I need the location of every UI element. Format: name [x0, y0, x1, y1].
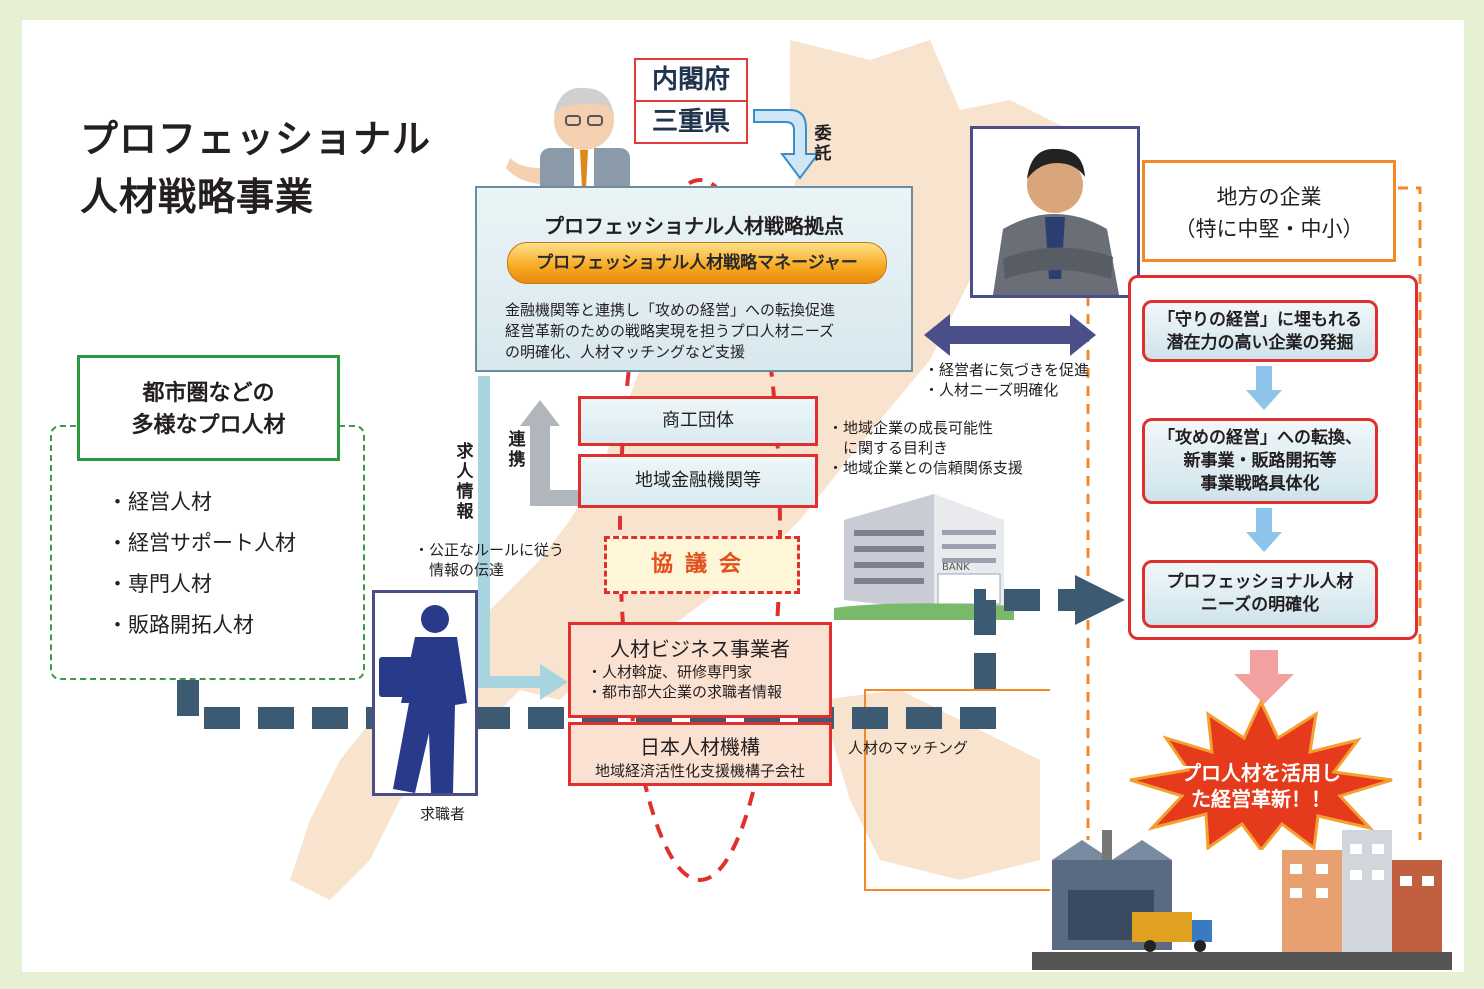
growth-line-2: に関する目利き: [828, 439, 949, 457]
jhr-title: 日本人材機構: [640, 735, 760, 759]
jhr-sub: 地域経済活性化支援機構子会社: [594, 762, 805, 780]
commission-arrow: [753, 109, 820, 180]
hub-desc-line-1: 金融機関等と連携し「攻めの経営」への転換促進: [505, 301, 836, 319]
executive-illustration: [993, 148, 1119, 295]
slide: プロフェッショナル 人材戦略事業 内閣府 三重県 委託 プロフェッショナル人材戦…: [22, 20, 1464, 972]
cabinet-office-box: 内閣府: [634, 58, 748, 102]
regional-finance-box: 地域金融機関等: [578, 454, 818, 508]
talent-box: 都市圏などの 多様なプロ人材: [77, 355, 340, 461]
cooperation-arrow: [520, 400, 582, 506]
matching-flow-arrow: [177, 575, 1125, 729]
job-info-arrow: [478, 376, 568, 700]
burst-line-1: プロ人材を活用し: [1181, 761, 1341, 785]
growth-line-3: ・地域企業との信頼関係支援: [828, 459, 1023, 477]
mie-prefecture-box: 三重県: [634, 100, 748, 144]
strategy-hub-box: プロフェッショナル人材戦略拠点 プロフェッショナル人材戦略マネージャー 金融機関…: [475, 186, 913, 372]
job-info-label: 求人情報: [456, 442, 474, 522]
promote-line-1: ・経営者に気づきを促進: [924, 361, 1090, 379]
jobseeker-portrait: [372, 590, 478, 796]
fair-rule-text: ・公正なルールに従う 情報の伝達: [414, 540, 564, 580]
talent-box-line-2: 多様なプロ人材: [131, 413, 286, 438]
bank-building-illustration: BANK: [834, 494, 1014, 620]
talent-item: ・経営サポート人材: [107, 531, 296, 555]
council-box: 協議会: [604, 536, 800, 594]
regional-company-header: 地方の企業 （特に中堅・中小）: [1142, 160, 1396, 262]
hr-business-sub-1: ・人材斡旋、研修専門家: [587, 663, 753, 681]
step-discover: 「守りの経営」に埋もれる 潜在力の高い企業の発掘: [1142, 300, 1378, 362]
growth-text: ・地域企業の成長可能性 に関する目利き ・地域企業との信頼関係支援: [828, 418, 1023, 478]
step-arrow-1: [1246, 366, 1282, 410]
step-2-line-2: 新事業・販路開拓等: [1183, 451, 1337, 471]
bank-sign: BANK: [942, 562, 970, 573]
hub-desc-line-2: 経営革新のための戦略実現を担うプロ人材ニーズ: [505, 322, 834, 340]
burst-text: プロ人材を活用し た経営革新！！: [1156, 760, 1366, 812]
hub-desc-line-3: の明確化、人材マッチングなど支援: [505, 343, 746, 361]
council-dashed-ring: [618, 178, 782, 882]
step-2-line-1: 「攻めの経営」への転換、: [1158, 428, 1362, 448]
burst-badge: [1129, 700, 1393, 850]
fair-rule-line-1: ・公正なルールに従う: [414, 541, 565, 559]
step-3-line-1: プロフェッショナル人材: [1166, 572, 1354, 592]
talent-item: ・経営人材: [107, 490, 212, 514]
commission-label: 委託: [814, 124, 832, 164]
step-2-line-3: 事業戦略具体化: [1200, 474, 1320, 494]
talent-item: ・販路開拓人材: [107, 613, 254, 637]
talent-box-line-1: 都市圏などの: [142, 381, 275, 406]
fair-rule-line-2: 情報の伝達: [414, 561, 505, 579]
hr-business-box: 人材ビジネス事業者 ・人材斡旋、研修専門家 ・都市部大企業の求職者情報: [568, 622, 832, 718]
hub-title: プロフェッショナル人材戦略拠点: [544, 214, 844, 238]
cooperation-label: 連携: [508, 430, 526, 470]
double-arrow: [924, 314, 1096, 356]
growth-line-1: ・地域企業の成長可能性: [828, 419, 994, 437]
step-1-line-2: 潜在力の高い企業の発掘: [1166, 333, 1354, 353]
hr-business-sub-2: ・都市部大企業の求職者情報: [587, 683, 783, 701]
jobseeker-silhouette: [379, 605, 467, 793]
promote-line-2: ・人材ニーズ明確化: [924, 381, 1059, 399]
step-3-line-2: ニーズの明確化: [1200, 595, 1320, 615]
step-1-line-1: 「守りの経営」に埋もれる: [1158, 310, 1362, 330]
hub-description: 金融機関等と連携し「攻めの経営」への転換促進 経営革新のための戦略実現を担うプロ…: [505, 300, 835, 363]
executive-portrait: [970, 126, 1140, 298]
manager-pill: プロフェッショナル人材戦略マネージャー: [507, 242, 887, 284]
talent-item: ・専門人材: [107, 572, 212, 596]
result-arrow: [1234, 650, 1294, 704]
promote-text: ・経営者に気づきを促進 ・人材ニーズ明確化: [924, 360, 1089, 400]
step-needs: プロフェッショナル人材 ニーズの明確化: [1142, 560, 1378, 628]
page-title: プロフェッショナル 人材戦略事業: [80, 110, 431, 226]
talent-list: ・経営人材 ・経営サポート人材 ・専門人材 ・販路開拓人材: [107, 482, 296, 646]
step-arrow-2: [1246, 508, 1282, 552]
company-header-line-2: （特に中堅・中小）: [1174, 217, 1364, 241]
company-header-line-1: 地方の企業: [1216, 185, 1322, 209]
hr-business-title: 人材ビジネス事業者: [610, 637, 790, 661]
step-transform: 「攻めの経営」への転換、 新事業・販路開拓等 事業戦略具体化: [1142, 418, 1378, 504]
jobseeker-label: 求職者: [420, 805, 466, 823]
burst-line-2: た経営革新！！: [1191, 787, 1331, 811]
matching-label: 人材のマッチング: [848, 739, 969, 757]
jhr-box: 日本人材機構 地域経済活性化支援機構子会社: [568, 722, 832, 786]
factory-town-illustration: [1032, 830, 1452, 970]
title-line-1: プロフェッショナル: [80, 117, 432, 161]
commerce-group-box: 商工団体: [578, 396, 818, 446]
title-line-2: 人材戦略事業: [80, 175, 315, 219]
